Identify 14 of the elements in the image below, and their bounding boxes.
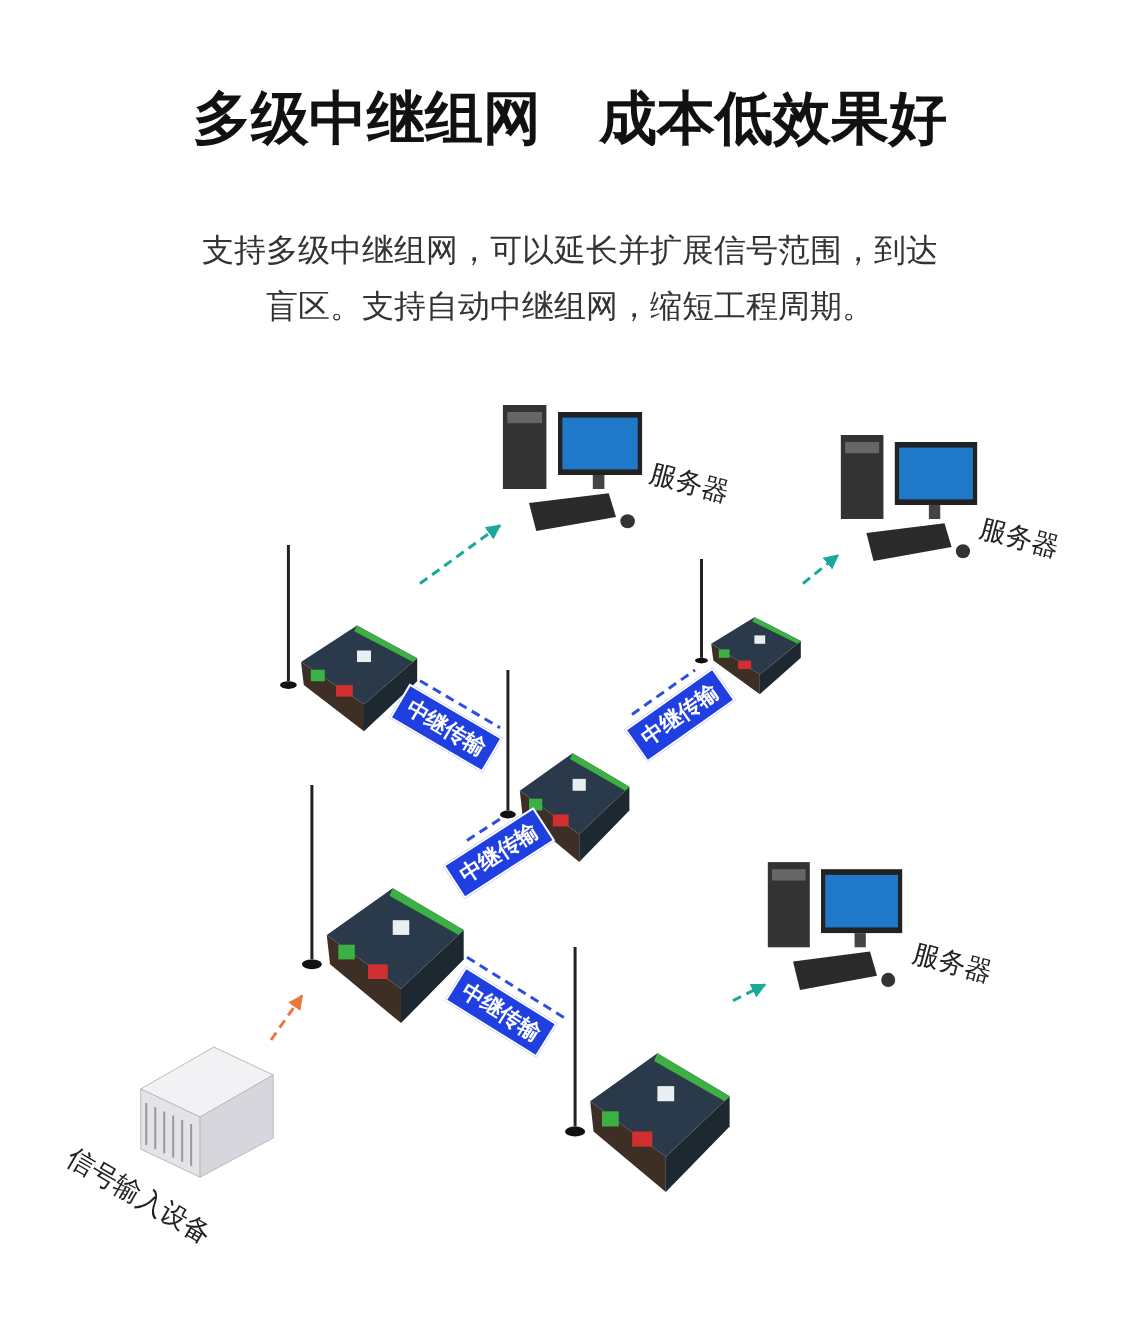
- device-label: 服务器: [908, 935, 997, 990]
- connector-line: [466, 956, 566, 1020]
- device-label: 服务器: [645, 455, 734, 510]
- caption: 支持多级中继组网，可以延长并扩展信号范围，到达盲区。支持自动中继组网，缩短工程周期。: [201, 230, 939, 327]
- device-label: 服务器: [975, 510, 1064, 565]
- connector-arrow: [802, 554, 840, 585]
- connector-arrow: [269, 994, 304, 1041]
- device-label: 信号输入设备: [60, 1140, 219, 1252]
- connector-line: [466, 817, 501, 842]
- connector-line: [631, 668, 696, 716]
- connector-arrow: [732, 983, 767, 1002]
- title: 多级中继组网 成本低效果好: [192, 83, 948, 154]
- connector-line: [419, 679, 501, 729]
- connector-arrow: [419, 524, 502, 585]
